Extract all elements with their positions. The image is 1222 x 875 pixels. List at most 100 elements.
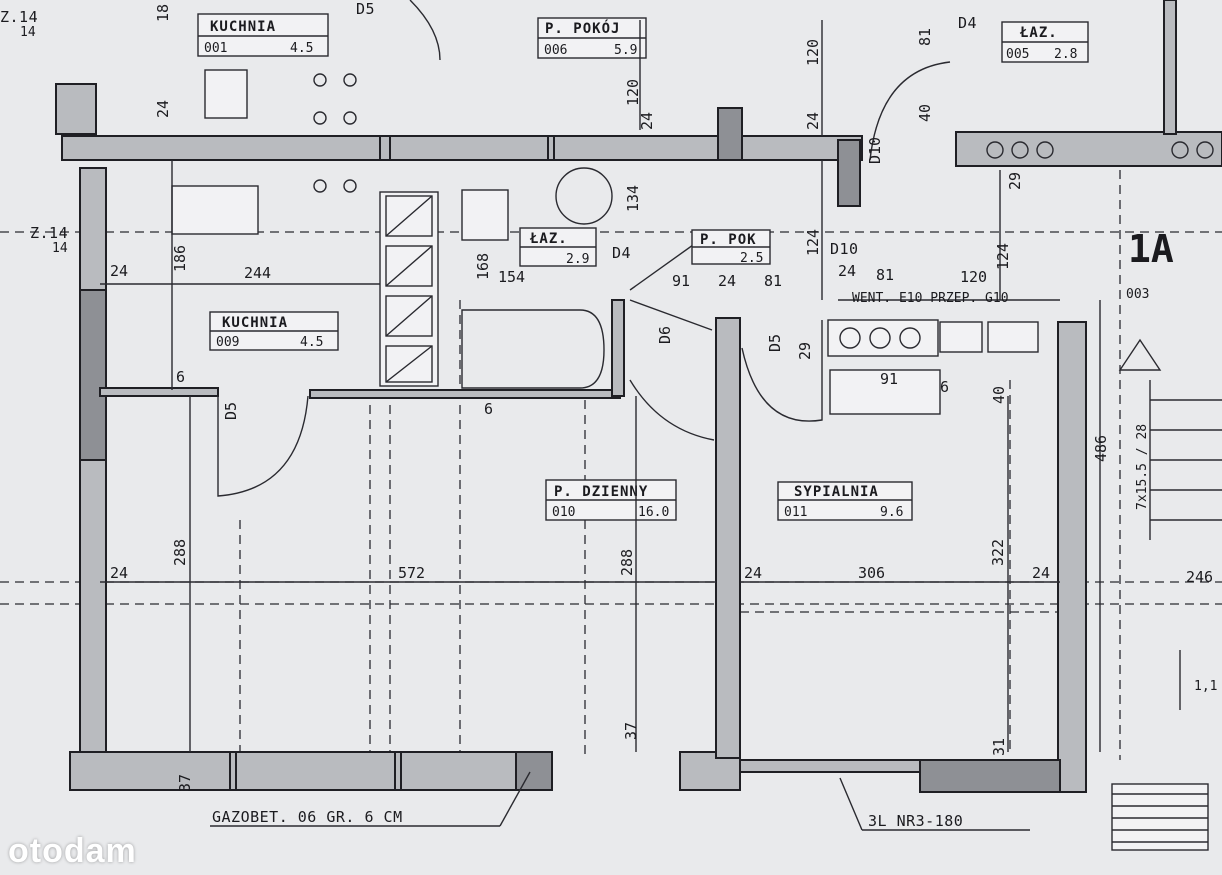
room-code: 010 xyxy=(552,505,575,520)
dim-322: 322 xyxy=(989,539,1007,566)
doors xyxy=(217,0,951,497)
room-kitchen: KUCHNIA 009 4.5 xyxy=(209,311,339,351)
dim-6-c: 6 xyxy=(484,400,493,418)
dim-81-b: 81 xyxy=(764,272,782,290)
room-code: 011 xyxy=(784,505,807,520)
dim-31: 31 xyxy=(990,738,1008,756)
dim-168: 168 xyxy=(474,253,492,280)
watermark-logo: otodam xyxy=(8,832,137,870)
label-z14-top-sub: 14 xyxy=(20,25,36,40)
dim-24-right: 24 xyxy=(804,112,822,130)
label-edge: 1,1 xyxy=(1194,679,1217,694)
room-bedroom: SYPIALNIA 011 9.6 xyxy=(777,481,913,521)
dim-81-a: 81 xyxy=(876,266,894,284)
walls xyxy=(55,0,1222,793)
room-code: 005 xyxy=(1006,47,1029,62)
label-d4-bath: D4 xyxy=(612,244,631,262)
dim-6-b: 6 xyxy=(940,378,949,396)
room-area: 2.5 xyxy=(740,251,763,266)
room-name: KUCHNIA xyxy=(210,19,276,35)
room-living: P. DZIENNY 010 16.0 xyxy=(545,479,677,521)
label-d5-bedroom: D5 xyxy=(766,334,784,352)
dim-24-top: 24 xyxy=(638,112,656,130)
dim-24-d: 24 xyxy=(110,564,128,582)
dim-288-center: 288 xyxy=(618,549,636,576)
dim-120-vent: 120 xyxy=(960,268,987,286)
room-code: 001 xyxy=(204,41,227,56)
dim-134: 134 xyxy=(624,185,642,212)
dim-91-a: 91 xyxy=(672,272,690,290)
room-labels: KUCHNIA 001 4.5 P. POKÓJ 006 5.9 ŁAZ. 00… xyxy=(197,13,1089,521)
dim-24-e: 24 xyxy=(744,564,762,582)
dimension-numbers: 244 572 306 288 288 322 486 186 168 154 … xyxy=(110,4,1213,792)
label-z14-top: Z.14 xyxy=(0,8,38,26)
dim-288-left: 288 xyxy=(171,539,189,566)
dim-244: 244 xyxy=(244,264,271,282)
label-unit: 1A xyxy=(1128,227,1174,271)
annotations: D5 D5 D5 D4 D4 D6 D10 D10 Z.14 14 Z.14 1… xyxy=(0,0,1217,831)
room-hall: P. POK 2.5 xyxy=(691,229,771,266)
room-name: P. POK xyxy=(700,232,757,248)
label-code-003: 003 xyxy=(1126,287,1149,302)
dimension-lines xyxy=(100,20,1101,752)
dim-6-a: 6 xyxy=(176,368,185,386)
label-d4-top: D4 xyxy=(958,14,977,32)
room-name: KUCHNIA xyxy=(222,315,288,331)
label-d10: D10 xyxy=(830,240,859,258)
dim-24-f: 24 xyxy=(1032,564,1050,582)
room-kitchen-top: KUCHNIA 001 4.5 xyxy=(197,13,329,57)
label-sl: 3L NR3-180 xyxy=(868,812,963,830)
label-z14-left-sub: 14 xyxy=(52,241,68,256)
room-area: 2.8 xyxy=(1054,47,1077,62)
dim-18: 18 xyxy=(154,4,172,22)
room-code: 006 xyxy=(544,43,567,58)
dim-186: 186 xyxy=(171,245,189,272)
room-area: 2.9 xyxy=(566,252,589,267)
dim-40-a: 40 xyxy=(990,386,1008,404)
label-d5-kitchen: D5 xyxy=(222,402,240,420)
dim-154: 154 xyxy=(498,268,525,286)
dim-40-b: 40 xyxy=(916,104,934,122)
room-name: SYPIALNIA xyxy=(794,484,879,500)
room-area: 16.0 xyxy=(638,505,669,520)
dim-572: 572 xyxy=(398,564,425,582)
dim-24-i: 24 xyxy=(154,100,172,118)
dim-124-a: 124 xyxy=(804,229,822,256)
room-bath: ŁAZ. 2.9 xyxy=(519,227,597,267)
room-name: ŁAZ. xyxy=(1019,25,1058,41)
dim-24-g: 24 xyxy=(838,262,856,280)
dim-306: 306 xyxy=(858,564,885,582)
room-code: 009 xyxy=(216,335,239,350)
dim-37-center: 37 xyxy=(622,722,640,740)
room-area: 4.5 xyxy=(300,335,323,350)
label-z14-left: Z.14 xyxy=(30,224,68,242)
dim-120-top: 120 xyxy=(624,79,642,106)
label-d10-top: D10 xyxy=(866,137,884,164)
dim-246: 246 xyxy=(1186,568,1213,586)
room-area: 5.9 xyxy=(614,43,637,58)
label-vent: WENT. E10 PRZEP. G10 xyxy=(852,291,1009,306)
dim-91-b: 91 xyxy=(880,370,898,388)
room-bath-top: ŁAZ. 005 2.8 xyxy=(1001,21,1089,63)
room-area: 4.5 xyxy=(290,41,313,56)
dim-29-a: 29 xyxy=(1006,172,1024,190)
dim-37-left: 37 xyxy=(176,774,194,792)
room-top: P. POKÓJ 006 5.9 xyxy=(537,17,647,59)
label-d6: D6 xyxy=(656,326,674,344)
label-d5-top: D5 xyxy=(356,0,375,18)
dim-81-c: 81 xyxy=(916,28,934,46)
room-name: P. DZIENNY xyxy=(554,484,648,500)
fixtures xyxy=(171,69,1222,851)
dim-24-c: 24 xyxy=(110,262,128,280)
room-name: ŁAZ. xyxy=(529,231,568,247)
dim-120-right: 120 xyxy=(804,39,822,66)
label-gazobeton: GAZOBET. 06 GR. 6 CM xyxy=(212,808,403,826)
dim-29-b: 29 xyxy=(796,342,814,360)
label-stairs: 7x15.5 / 28 xyxy=(1135,424,1150,510)
dim-24-h: 24 xyxy=(718,272,736,290)
dim-486: 486 xyxy=(1092,435,1110,462)
room-name: P. POKÓJ xyxy=(545,19,620,37)
room-area: 9.6 xyxy=(880,505,903,520)
dim-124-b: 124 xyxy=(994,243,1012,270)
